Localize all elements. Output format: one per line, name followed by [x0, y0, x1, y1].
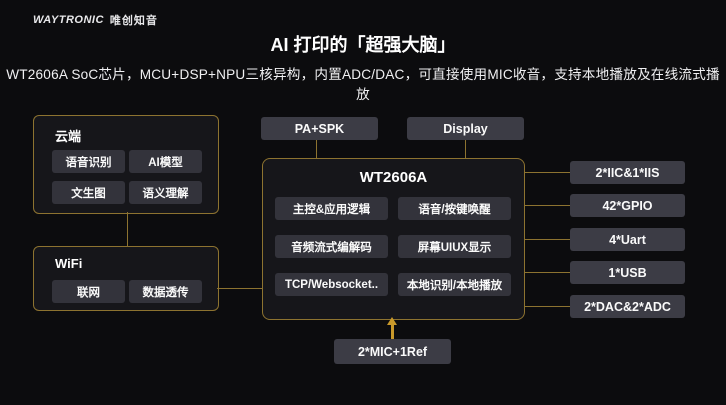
cloud-item-asr: 语音识别: [52, 150, 125, 173]
cloud-panel-title: 云端: [55, 129, 82, 144]
wifi-item-passthrough: 数据透传: [129, 280, 202, 303]
waytronic-logo: WAYTRONIC 唯创知音: [33, 12, 158, 28]
cloud-item-nlu: 语义理解: [129, 181, 202, 204]
cloud-item-ai-model: AI模型: [129, 150, 202, 173]
connector-wifi-chip: [217, 288, 262, 289]
gpio-box: 42*GPIO: [570, 194, 685, 217]
usb-box: 1*USB: [570, 261, 685, 284]
chip-item-local-play: 本地识别/本地播放: [398, 273, 511, 296]
chip-item-wakeup: 语音/按键唤醒: [398, 197, 511, 220]
logo-wordmark-cn: 唯创知音: [109, 15, 158, 27]
chip-item-screen-uiux: 屏幕UIUX显示: [398, 235, 511, 258]
connector-cloud-wifi: [127, 212, 128, 246]
connector-chip-gpio: [524, 205, 570, 206]
chip-panel: WT2606A 主控&应用逻辑 语音/按键唤醒 音频流式编解码 屏幕UIUX显示…: [262, 158, 525, 320]
connector-mic-chip: [391, 324, 394, 339]
wifi-item-network: 联网: [52, 280, 125, 303]
connector-display-chip: [465, 140, 466, 158]
mic-arrow-up-icon: [387, 317, 397, 325]
chip-item-audio-codec: 音频流式编解码: [275, 235, 388, 258]
uart-box: 4*Uart: [570, 228, 685, 251]
dac-adc-box: 2*DAC&2*ADC: [570, 295, 685, 318]
logo-wordmark-en: WAYTRONIC: [33, 14, 104, 26]
cloud-item-text2image: 文生图: [52, 181, 125, 204]
chip-panel-title: WT2606A: [359, 169, 428, 186]
wifi-panel-title: WiFi: [55, 256, 83, 271]
connector-chip-dacadc: [524, 306, 570, 307]
display-box: Display: [407, 117, 524, 140]
page-title: AI 打印的「超强大脑」: [270, 35, 456, 55]
chip-item-tcp-websocket: TCP/Websocket..: [275, 273, 388, 296]
mic-box: 2*MIC+1Ref: [334, 339, 451, 364]
connector-chip-usb: [524, 272, 570, 273]
connector-chip-iic: [524, 172, 570, 173]
pa-spk-box: PA+SPK: [261, 117, 378, 140]
wifi-panel: WiFi 联网 数据透传: [33, 246, 219, 311]
cloud-panel: 云端 语音识别 AI模型 文生图 语义理解: [33, 115, 219, 214]
connector-paspk-chip: [316, 140, 317, 158]
iic-iis-box: 2*IIC&1*IIS: [570, 161, 685, 184]
page-subtitle: WT2606A SoC芯片，MCU+DSP+NPU三核异构，内置ADC/DAC，…: [6, 67, 720, 102]
chip-item-main-control: 主控&应用逻辑: [275, 197, 388, 220]
connector-chip-uart: [524, 239, 570, 240]
